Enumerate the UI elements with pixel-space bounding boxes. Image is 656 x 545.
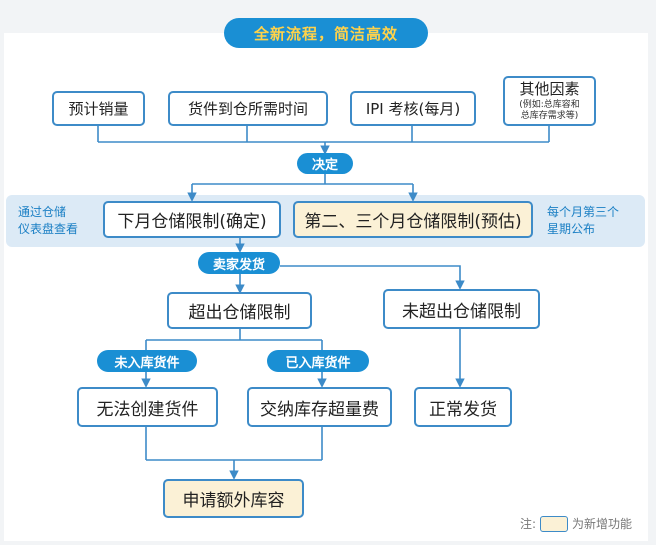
page-title: 全新流程，简洁高效 [224, 18, 428, 48]
within-limit-box: 未超出仓储限制 [383, 289, 540, 329]
not-received-badge: 未入库货件 [97, 350, 197, 372]
publish-schedule-line1: 每个月第三个 [547, 205, 620, 219]
dashboard-note: 通过仓储 仪表盘查看 [18, 204, 78, 238]
exceed-limit-box: 超出仓储限制 [167, 292, 312, 329]
received-badge: 已入库货件 [267, 350, 369, 372]
input-transit-time: 货件到仓所需时间 [168, 91, 328, 126]
other-factors-example-line1: (例如:总库容和 [519, 100, 580, 111]
legend-new-swatch [540, 515, 569, 532]
input-ipi-review: IPI 考核(每月) [350, 91, 476, 126]
normal-shipping-box: 正常发货 [414, 387, 512, 427]
next-month-limit-box: 下月仓储限制(确定) [103, 201, 281, 238]
cannot-create-shipment-box: 无法创建货件 [77, 387, 218, 427]
overage-fee-box: 交纳库存超量费 [247, 387, 392, 427]
other-factors-example-line2: 总库存需求等) [520, 110, 579, 121]
input-expected-sales: 预计销量 [52, 91, 145, 126]
legend-note: 注: 为新增功能 [520, 515, 632, 532]
seller-ship-badge: 卖家发货 [198, 252, 280, 274]
legend-suffix: 为新增功能 [572, 517, 633, 531]
estimated-limit-box: 第二、三个月仓储限制(预估) [293, 201, 533, 238]
legend-prefix: 注: [520, 517, 537, 531]
other-factors-title: 其他因素 [519, 80, 580, 99]
request-extra-capacity-box: 申请额外库容 [163, 479, 304, 518]
dashboard-note-line2: 仪表盘查看 [18, 222, 79, 236]
publish-schedule-note: 每个月第三个 星期公布 [547, 204, 619, 238]
dashboard-note-line1: 通过仓储 [18, 205, 67, 219]
publish-schedule-line2: 星期公布 [547, 222, 596, 236]
decision-badge: 决定 [297, 153, 353, 174]
input-other-factors: 其他因素 (例如:总库容和 总库存需求等) [503, 76, 596, 126]
connector-ship-right [280, 265, 465, 290]
